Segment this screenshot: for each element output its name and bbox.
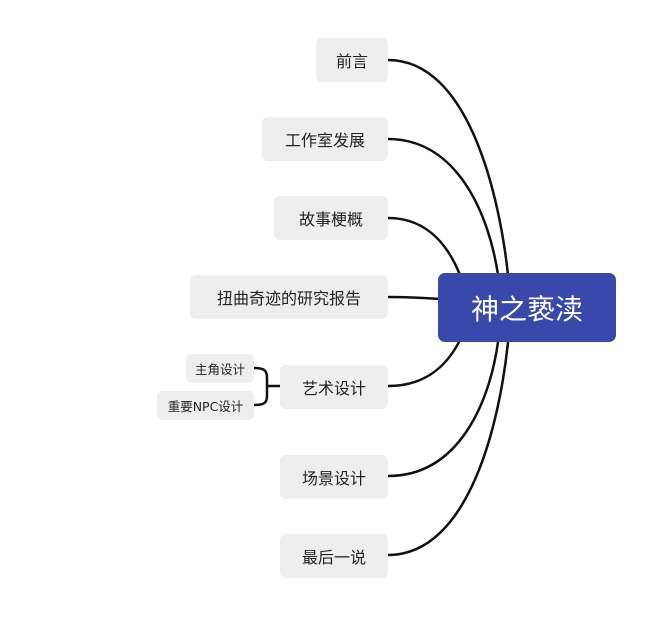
connector-line [387, 137, 500, 276]
connector-line [387, 58, 510, 276]
connector-line [253, 366, 269, 407]
sub-node-npc[interactable]: 重要NPC设计 [157, 391, 254, 420]
root-node[interactable]: 神之亵渎 [438, 273, 616, 342]
connector-line [387, 339, 462, 388]
connector-line [387, 341, 500, 478]
branch-node-final[interactable]: 最后一说 [280, 534, 388, 578]
connector-line [387, 341, 510, 557]
branch-node-report[interactable]: 扭曲奇迹的研究报告 [190, 275, 388, 319]
branch-node-art[interactable]: 艺术设计 [280, 365, 388, 409]
branch-node-scene[interactable]: 场景设计 [280, 455, 388, 499]
connector-line [387, 216, 462, 276]
sub-node-protagonist[interactable]: 主角设计 [186, 354, 254, 383]
branch-node-story[interactable]: 故事梗概 [274, 196, 388, 240]
connector-line [387, 295, 441, 301]
branch-node-studio[interactable]: 工作室发展 [262, 117, 388, 161]
branch-node-preface[interactable]: 前言 [316, 38, 388, 82]
